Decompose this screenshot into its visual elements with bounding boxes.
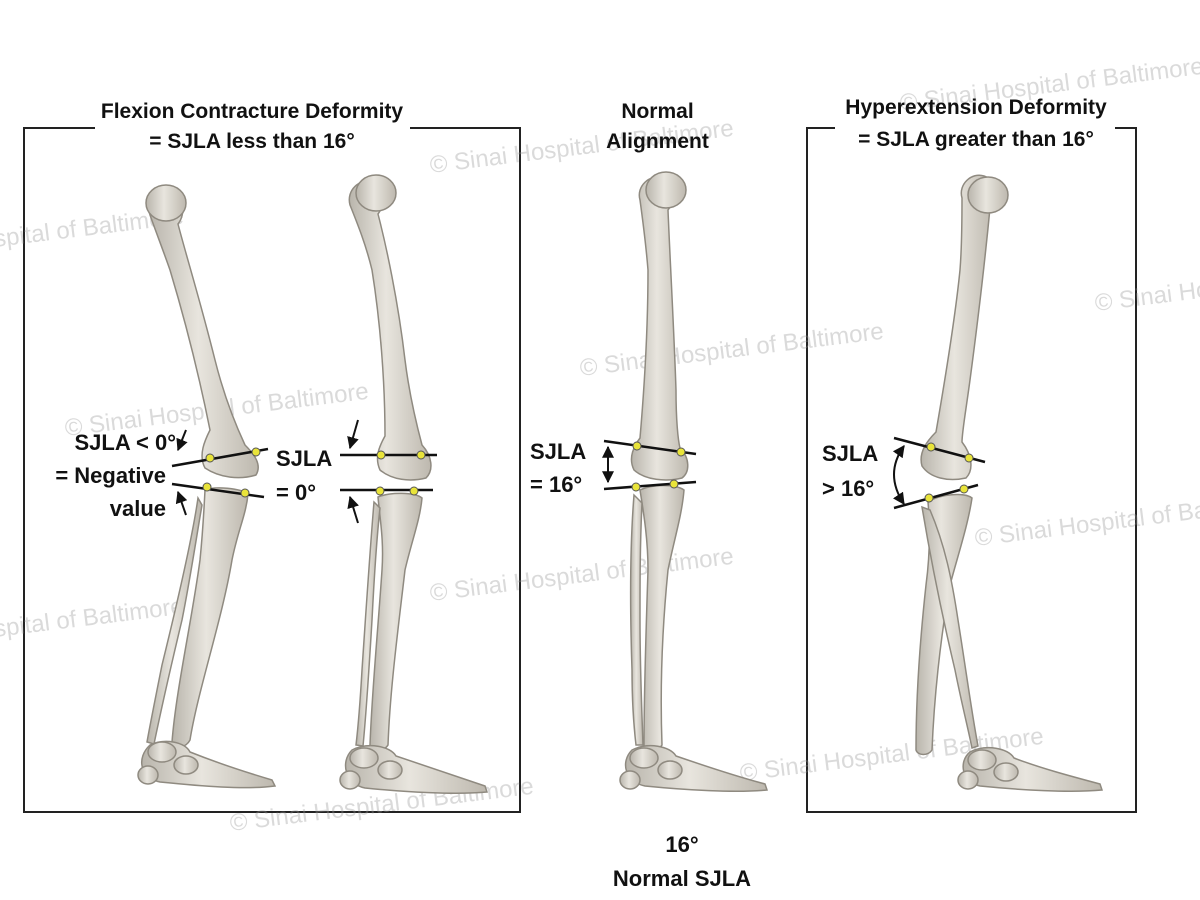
- flexion-frame-title-gap: [95, 124, 410, 130]
- landmark-point: [240, 488, 250, 498]
- flexion-title-line2: = SJLA less than 16°: [149, 130, 355, 153]
- hyperextension-frame-title-gap: [835, 124, 1115, 130]
- landmark-point: [926, 442, 936, 452]
- landmark-point: [632, 441, 642, 451]
- landmark-point: [924, 493, 934, 503]
- leg2-label-line1: SJLA: [276, 446, 333, 471]
- arrow-pointer: [347, 419, 359, 450]
- hyperextension-label-line1: SJLA: [822, 441, 879, 466]
- femur: [630, 176, 689, 481]
- normal-label-line2: = 16°: [530, 472, 583, 497]
- femoral-head: [645, 171, 687, 209]
- leg-hyperextension: [915, 174, 1104, 792]
- leg1-label-line3: value: [109, 496, 166, 521]
- femoral-head: [145, 184, 187, 222]
- leg-flexion-negative: [137, 184, 277, 789]
- landmark-point: [251, 447, 261, 457]
- landmark-point: [416, 450, 426, 460]
- fibula: [629, 493, 644, 746]
- hyperextension-title-line2: = SJLA greater than 16°: [858, 128, 1094, 151]
- femur: [920, 174, 996, 481]
- arrow-pointer: [175, 490, 188, 516]
- femoral-head: [355, 174, 397, 212]
- landmark-point: [631, 482, 641, 492]
- femoral-head: [967, 176, 1009, 214]
- normal-label-line1: SJLA: [530, 439, 587, 464]
- leg1-label-line1: SJLA < 0°: [74, 430, 176, 455]
- leg1-label-line2: = Negative: [55, 463, 166, 488]
- landmark-point: [959, 484, 969, 494]
- landmark-point: [964, 453, 974, 463]
- leg-flexion-zero: [339, 174, 489, 794]
- tibia: [915, 493, 973, 756]
- landmark-point: [376, 450, 386, 460]
- landmark-point: [669, 479, 679, 489]
- flexion-title-line1: Flexion Contracture Deformity: [100, 100, 404, 123]
- leg2-label-line2: = 0°: [276, 480, 316, 505]
- arrow-pointer: [176, 429, 188, 452]
- tibia: [171, 487, 249, 748]
- leg-normal: [619, 171, 769, 792]
- footer-caption: Normal SJLA: [612, 866, 752, 891]
- footer-angle: 16°: [665, 832, 699, 857]
- hyperextension-label-line2: > 16°: [822, 476, 875, 501]
- landmark-point: [205, 453, 215, 463]
- normal-title-line1: Normal: [621, 100, 694, 123]
- tibia: [369, 492, 423, 751]
- fibula: [921, 505, 979, 749]
- angle-arc-arrow: [892, 445, 905, 505]
- femur: [348, 180, 432, 481]
- normal-title-line2: Alignment: [606, 130, 709, 153]
- joint-line-tibial: [603, 480, 697, 491]
- landmark-point: [375, 486, 385, 496]
- hyperextension-title-line1: Hyperextension Deformity: [845, 96, 1107, 119]
- landmark-point: [202, 482, 212, 492]
- tibia: [639, 484, 685, 751]
- arrow-pointer: [347, 495, 359, 524]
- landmark-point: [409, 486, 419, 496]
- landmark-point: [676, 447, 686, 457]
